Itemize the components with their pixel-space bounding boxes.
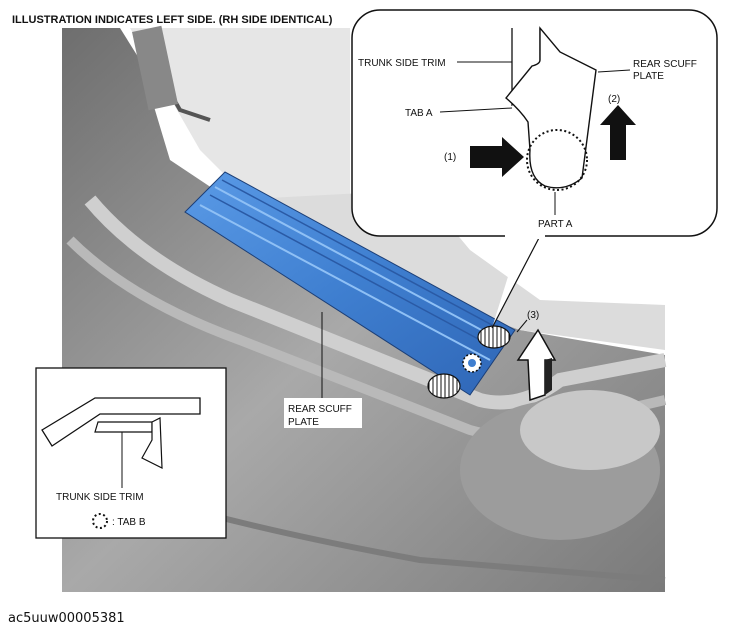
arrow-2-icon	[600, 105, 636, 160]
callout-tab-a-label: TAB A	[405, 108, 433, 119]
tab-b-legend-label: : TAB B	[112, 517, 146, 528]
step-3-label: (3)	[527, 310, 539, 321]
rear-scuff-plate-label-l2: PLATE	[288, 417, 319, 428]
callout-rear-scuff-plate-label-l1: REAR SCUFF	[633, 59, 697, 70]
step-1-label: (1)	[444, 152, 456, 163]
figure-header: ILLUSTRATION INDICATES LEFT SIDE. (RH SI…	[12, 14, 333, 26]
detail-callout	[351, 9, 718, 329]
part-a-label: PART A	[538, 219, 573, 230]
tab-b-inset	[35, 367, 227, 539]
arrow-1-icon	[470, 137, 524, 177]
rear-scuff-plate	[184, 171, 516, 396]
tab-b-legend-icon	[92, 513, 108, 529]
tab-a-clip-main	[477, 325, 511, 349]
tab-b-clip-main	[427, 373, 461, 399]
part-a-circle	[526, 129, 588, 191]
inset-trunk-side-trim-label: TRUNK SIDE TRIM	[56, 492, 144, 503]
figure-code: ac5uuw00005381	[8, 611, 125, 626]
arrow-3-icon	[516, 328, 557, 402]
callout-trunk-side-trim-label: TRUNK SIDE TRIM	[358, 58, 446, 69]
callout-rear-scuff-plate-label-l2: PLATE	[633, 71, 664, 82]
rear-scuff-plate-label-l1: REAR SCUFF	[288, 404, 352, 415]
step-2-label: (2)	[608, 94, 620, 105]
